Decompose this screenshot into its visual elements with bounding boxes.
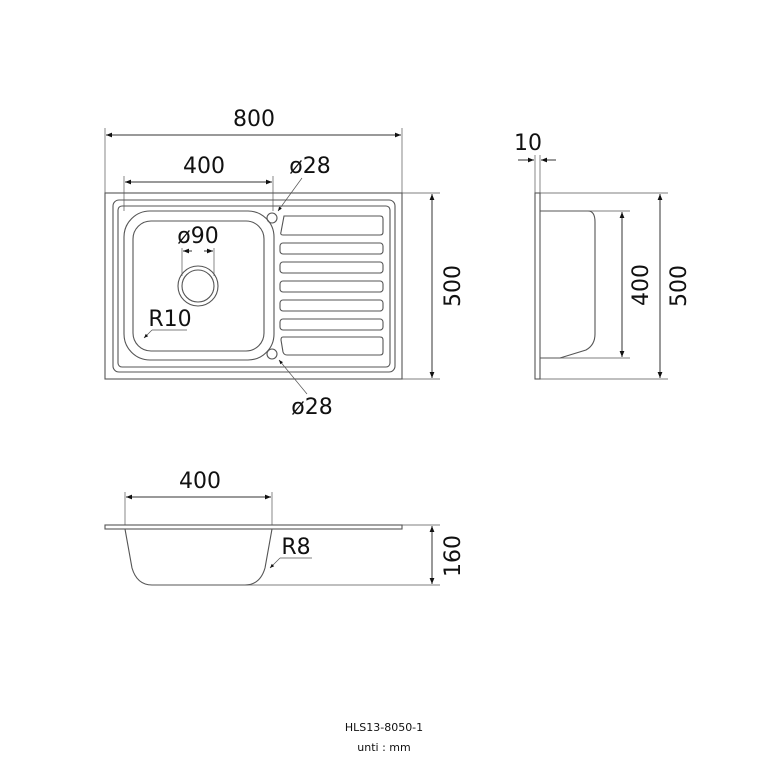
model-number: HLS13-8050-1 <box>345 721 423 734</box>
bowl-inner <box>132 220 265 352</box>
dim-side-overall-depth: 500 <box>667 265 692 307</box>
dim-bowl-radius: R10 <box>148 307 191 332</box>
dim-bowl-height: 160 <box>441 535 466 577</box>
dim-bowl-length: 400 <box>629 264 654 306</box>
tap-hole-bottom <box>266 348 278 360</box>
dim-front-bowl-width: 400 <box>179 469 221 494</box>
bowl-outer <box>123 210 275 361</box>
side-plate <box>534 192 541 380</box>
unit-label: unti : mm <box>357 741 410 754</box>
rim-outer <box>112 199 396 373</box>
dim-overall-width: 800 <box>233 107 275 132</box>
dim-tap-hole-top: ø28 <box>289 154 330 179</box>
dim-drain: ø90 <box>177 224 218 249</box>
front-view: 400 R8 160 <box>104 469 466 586</box>
drainboard-ribs <box>279 215 384 356</box>
top-view: 800 400 ø28 ø90 R10 ø28 500 <box>104 107 466 420</box>
front-bowl-profile <box>124 528 273 586</box>
drain-outer <box>177 265 219 307</box>
dim-bowl-width: 400 <box>183 154 225 179</box>
rim-inner <box>117 205 391 368</box>
side-bowl-profile <box>540 210 596 359</box>
dim-front-bowl-radius: R8 <box>281 535 310 560</box>
front-plate <box>104 524 403 530</box>
sink-outline <box>104 192 403 380</box>
tap-hole-top <box>266 212 278 224</box>
side-view: 10 400 500 <box>514 131 692 380</box>
dim-overall-depth: 500 <box>441 265 466 307</box>
drain-inner <box>181 269 215 303</box>
dim-thickness: 10 <box>514 131 542 156</box>
dim-tap-hole-bottom: ø28 <box>291 395 332 420</box>
